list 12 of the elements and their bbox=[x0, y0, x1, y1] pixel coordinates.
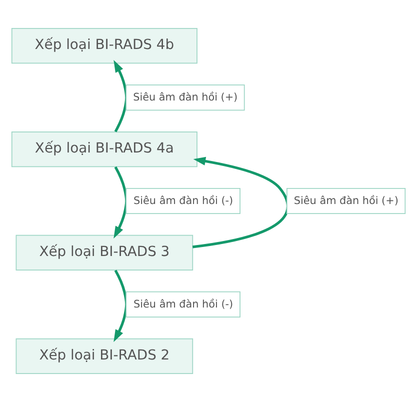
node-box: Xếp loại BI-RADS 4b bbox=[11, 28, 198, 64]
node-box: Xếp loại BI-RADS 3 bbox=[16, 234, 194, 270]
edge-label: Siêu âm đàn hồi (-) bbox=[134, 194, 234, 207]
arrow bbox=[192, 156, 289, 248]
node-box: Xếp loại BI-RADS 2 bbox=[16, 338, 194, 374]
edge-label: Siêu âm đàn hồi (+) bbox=[294, 194, 398, 207]
arrow bbox=[114, 269, 128, 342]
arrow bbox=[114, 166, 128, 238]
edge-label: Siêu âm đàn hồi (+) bbox=[133, 91, 238, 104]
node-box: Xếp loại BI-RADS 4a bbox=[11, 130, 198, 167]
arrow bbox=[114, 60, 128, 132]
edge-label: Siêu âm đàn hồi (-) bbox=[134, 298, 234, 310]
